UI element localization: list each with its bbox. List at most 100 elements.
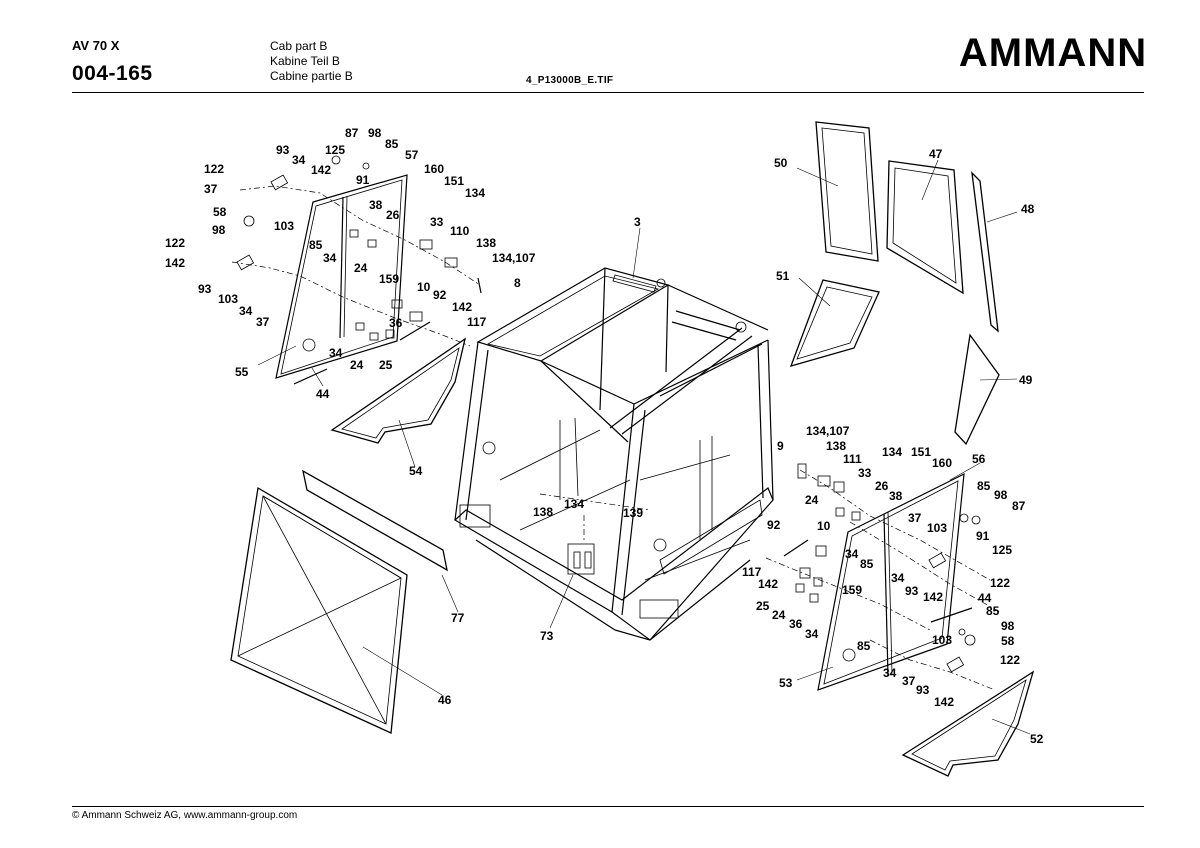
callout-label: 37 [902,674,916,688]
callout-label: 33 [430,215,444,229]
callout-label: 142 [758,577,778,591]
callout-label: 3 [634,215,641,229]
callout-labels: 87 98 85 93 34 125 91 57 122 142 37 160 … [165,126,1044,746]
corner-window-part [789,279,880,367]
callout-label: 92 [433,288,447,302]
callout-label: 55 [235,365,249,379]
callout-label: 122 [165,236,185,250]
callout-label: 85 [977,479,991,493]
callout-label: 52 [1030,732,1044,746]
callout-label: 53 [779,676,793,690]
callout-label: 58 [1001,634,1015,648]
callout-label: 151 [911,445,931,459]
callout-label: 25 [379,358,393,372]
callout-label: 34 [845,547,859,561]
callout-label: 142 [165,256,185,270]
callout-label: 25 [756,599,770,613]
callout-label: 49 [1019,373,1033,387]
callout-label: 138 [476,236,496,250]
callout-label: 85 [986,604,1000,618]
callout-label: 37 [256,315,270,329]
callout-label: 91 [976,529,990,543]
callout-label: 160 [424,162,444,176]
callout-label: 57 [405,148,419,162]
callout-label: 34 [323,251,337,265]
cab-frame-part [453,267,774,641]
callout-label: 38 [369,198,383,212]
callout-label: 103 [274,219,294,233]
roof-window-part [886,160,964,295]
callout-label: 34 [891,571,905,585]
callout-label: 10 [817,519,831,533]
header-rule [72,92,1144,93]
left-door-part [275,174,408,385]
title-english: Cab part B [270,39,328,53]
callout-label: 44 [978,591,992,605]
callout-label: 159 [379,272,399,286]
callout-label: 159 [842,583,862,597]
leader-lines [257,159,1031,735]
callout-label: 34 [329,346,343,360]
title-french: Cabine partie B [270,69,353,83]
callout-label: 98 [994,488,1008,502]
callout-label: 93 [905,584,919,598]
callout-label: 50 [774,156,788,170]
callout-label: 125 [992,543,1012,557]
callout-label: 103 [927,521,947,535]
right-door-hardware [765,463,1001,691]
callout-label: 36 [389,316,403,330]
front-window-part [230,486,408,734]
callout-label: 51 [776,269,790,283]
callout-label: 34 [239,304,253,318]
callout-label: 24 [772,608,786,622]
callout-label: 36 [789,617,803,631]
footer-rule [72,806,1144,807]
narrow-window-part [971,171,999,333]
callout-label: 139 [623,506,643,520]
callout-label: 38 [889,489,903,503]
callout-label: 138 [533,505,553,519]
callout-label: 98 [1001,619,1015,633]
callout-label: 142 [923,590,943,604]
callout-label: 142 [311,163,331,177]
callout-label: 93 [916,683,930,697]
rear-window-part [815,121,879,262]
callout-label: 117 [742,565,762,579]
callout-label: 111 [843,452,862,466]
callout-label: 87 [1012,499,1026,513]
callout-label: 142 [934,695,954,709]
callout-label: 37 [908,511,922,525]
callout-label: 34 [883,666,897,680]
callout-label: 142 [452,300,472,314]
left-window-part [330,337,467,444]
callout-label: 85 [309,238,323,252]
title-german: Kabine Teil B [270,54,340,68]
title-block: Cab part B Kabine Teil B Cabine partie B [270,39,353,84]
callout-label: 26 [386,208,400,222]
callout-label: 24 [805,493,819,507]
callout-label: 58 [213,205,227,219]
callout-label: 37 [204,182,218,196]
callout-label: 10 [417,280,431,294]
callout-label: 85 [385,137,399,151]
callout-label: 47 [929,147,943,161]
callout-label: 9 [777,439,784,453]
callout-label: 46 [438,693,452,707]
callout-label: 85 [860,557,874,571]
callout-label: 44 [316,387,330,401]
file-name: 4_P13000B_E.TIF [526,75,614,86]
callout-label: 134 [564,497,584,511]
seal-strip-part [302,469,448,572]
callout-label: 73 [540,629,554,643]
quarter-window-part [954,333,1000,446]
callout-label: 85 [857,639,871,653]
callout-label: 134 [465,186,485,200]
left-door-hardware [231,155,482,347]
callout-label: 151 [444,174,464,188]
callout-label: 134 [882,445,902,459]
callout-label: 24 [350,358,364,372]
callout-label: 122 [990,576,1010,590]
callout-label: 134,107 [806,424,850,438]
callout-label: 77 [451,611,465,625]
callout-label: 93 [276,143,290,157]
